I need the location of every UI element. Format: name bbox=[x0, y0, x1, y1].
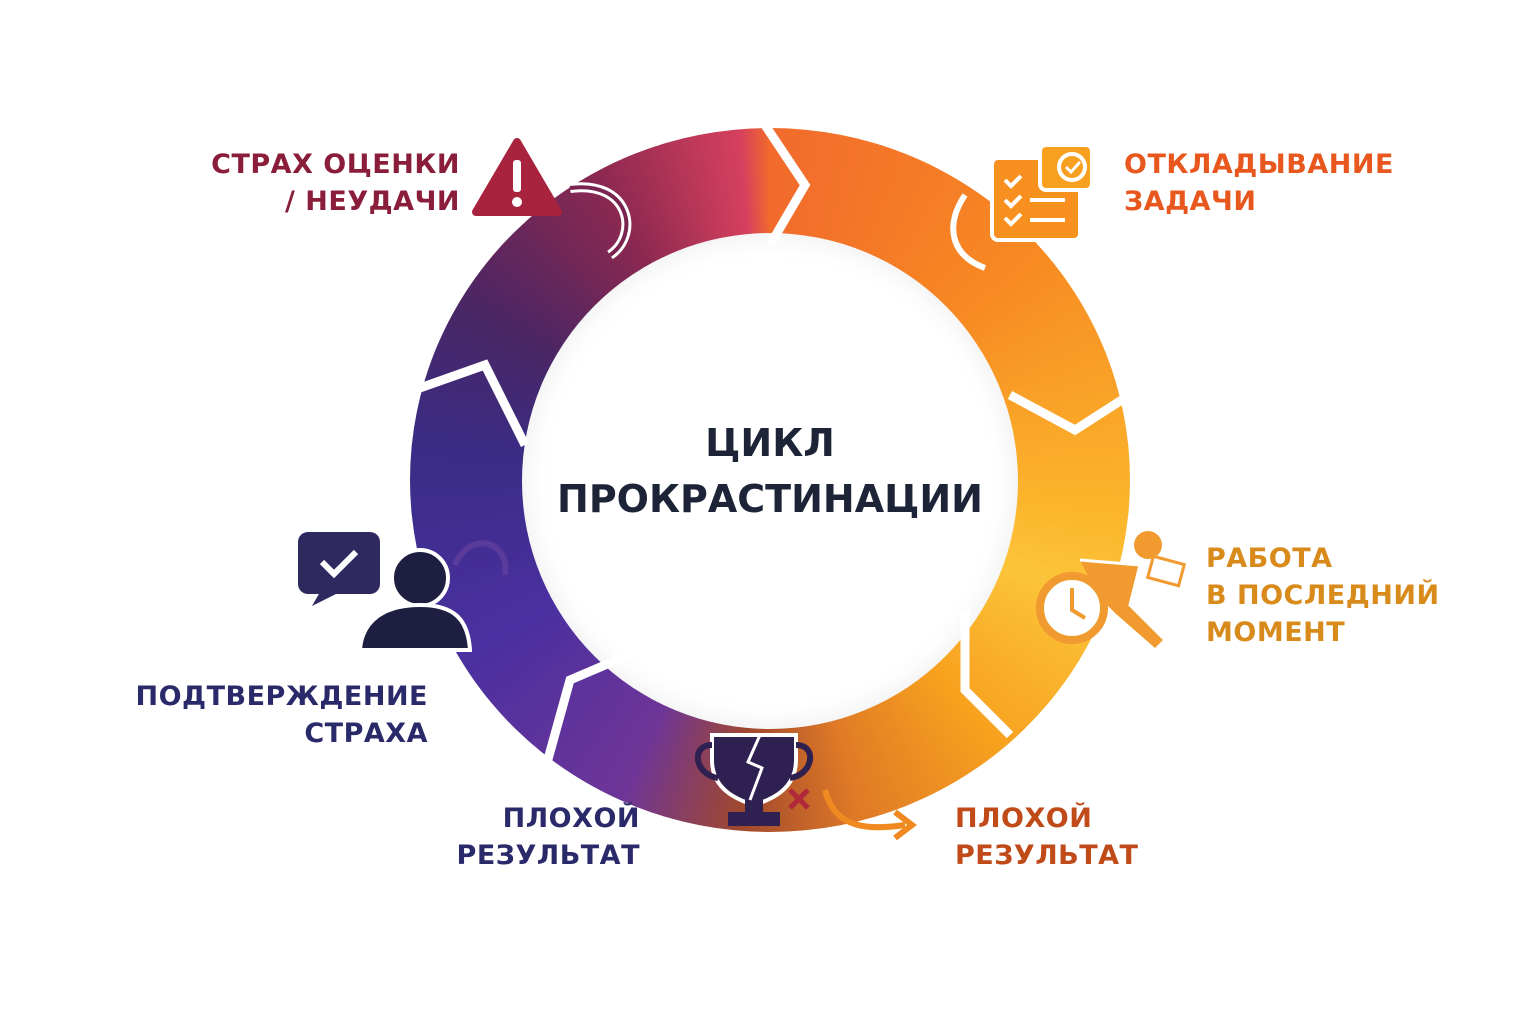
label-line: ПЛОХОЙ bbox=[955, 803, 1093, 834]
orange-arrow-icon bbox=[822, 789, 906, 831]
title-line-2: ПРОКРАСТИНАЦИИ bbox=[557, 477, 983, 521]
label-line: ПЛОХОЙ bbox=[502, 803, 640, 834]
running-clock-icon bbox=[1036, 531, 1187, 653]
divider-right-upper bbox=[1007, 381, 1148, 436]
label-line: РАБОТА bbox=[1206, 543, 1333, 574]
stage-fear-of-evaluation: СТРАХ ОЦЕНКИ / НЕУДАЧИ bbox=[211, 146, 460, 220]
broken-trophy-icon bbox=[694, 733, 814, 826]
title-line-1: ЦИКЛ bbox=[705, 421, 835, 465]
stage-last-minute-work: РАБОТА В ПОСЛЕДНИЙ МОМЕНТ bbox=[1206, 540, 1440, 651]
label-line: ЗАДАЧИ bbox=[1124, 186, 1257, 217]
stage-bad-result-orange: ПЛОХОЙ РЕЗУЛЬТАТ bbox=[955, 800, 1138, 874]
label-line: / НЕУДАЧИ bbox=[285, 186, 460, 217]
label-line: ПОДТВЕРЖДЕНИЕ bbox=[135, 681, 428, 712]
person-check-icon bbox=[298, 532, 473, 652]
curved-arrow-icon bbox=[452, 540, 509, 576]
checklist-icon bbox=[990, 143, 1094, 242]
stage-postponing-task: ОТКЛАДЫВАНИЕ ЗАДАЧИ bbox=[1124, 146, 1394, 220]
warning-icon bbox=[472, 138, 562, 216]
divider-right-lower bbox=[960, 610, 1014, 739]
divider-top bbox=[761, 122, 811, 248]
label-line: РЕЗУЛЬТАТ bbox=[456, 840, 640, 871]
stage-bad-result-navy: ПЛОХОЙ РЕЗУЛЬТАТ bbox=[457, 800, 640, 874]
ring-center bbox=[522, 233, 1018, 729]
label-line: РЕЗУЛЬТАТ bbox=[955, 840, 1139, 871]
diagram-title: ЦИКЛ ПРОКРАСТИНАЦИИ bbox=[520, 415, 1020, 527]
label-line: СТРАХА bbox=[304, 718, 428, 749]
divider-left bbox=[398, 359, 530, 448]
stage-fear-confirmation: ПОДТВЕРЖДЕНИЕ СТРАХА bbox=[135, 678, 428, 752]
label-line: В ПОСЛЕДНИЙ bbox=[1206, 580, 1440, 611]
divider-bottom bbox=[540, 645, 642, 772]
label-line: МОМЕНТ bbox=[1206, 617, 1346, 648]
label-line: ОТКЛАДЫВАНИЕ bbox=[1124, 149, 1394, 180]
curved-arrow-icon bbox=[950, 193, 987, 271]
label-line: СТРАХ ОЦЕНКИ bbox=[211, 149, 460, 180]
